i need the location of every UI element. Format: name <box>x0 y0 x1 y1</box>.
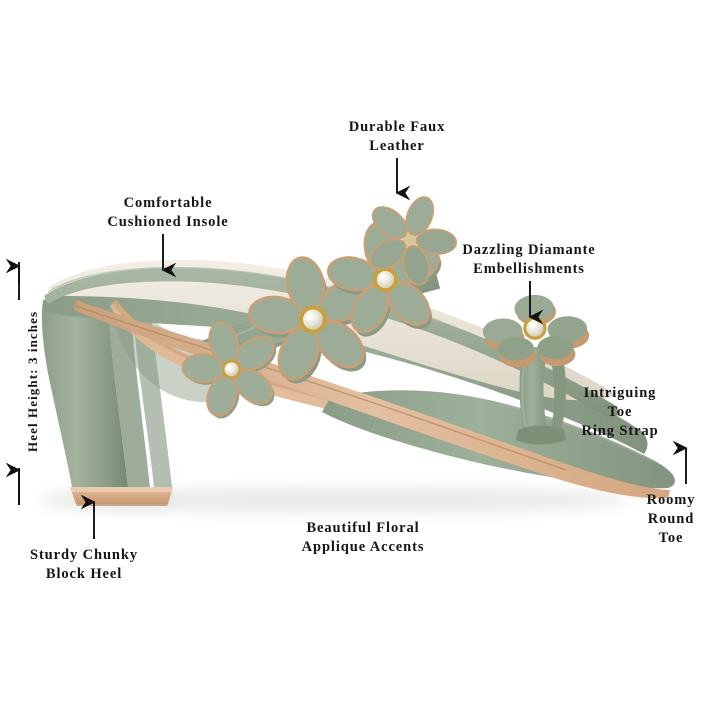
heel-height-label: Heel Height: 3 inches <box>25 310 40 452</box>
callout-durable-faux-leather: Durable Faux Leather <box>348 119 446 154</box>
floral-applique-1 <box>181 321 277 419</box>
callout-dazzling-diamante-embellishments: Dazzling Diamante Embellishments <box>462 242 596 277</box>
floral-applique-4 <box>369 196 458 286</box>
callout-roomy-round-toe: Roomy Round Toe <box>646 492 696 546</box>
callout-beautiful-floral-applique-accents: Beautiful Floral Applique Accents <box>301 520 425 555</box>
callout-comfortable-cushioned-insole: Comfortable Cushioned Insole <box>107 195 229 230</box>
floral-applique-toe-ring <box>482 294 590 368</box>
callout-intriguing-toe-ring-strap: Intriguing Toe Ring Strap <box>581 385 659 439</box>
block-heel <box>41 296 214 487</box>
toe-ring-strap <box>516 346 566 445</box>
callout-sturdy-chunky-block-heel: Sturdy Chunky Block Heel <box>29 547 139 582</box>
heel-base-cap <box>70 487 173 506</box>
